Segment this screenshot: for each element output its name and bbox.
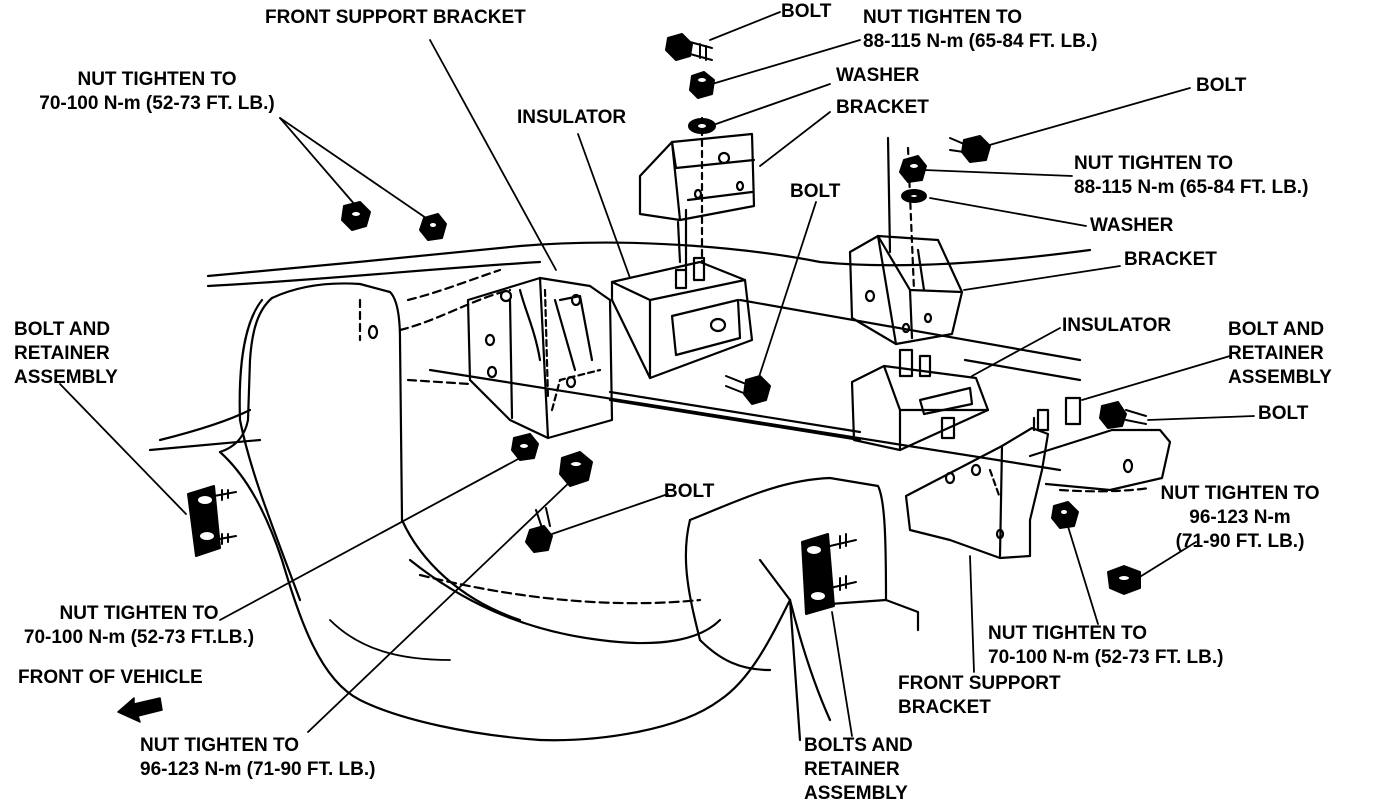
label-nut-96-right: NUT TIGHTEN TO 96-123 N-m (71-90 FT. LB.… (1160, 483, 1320, 552)
label-bracket-top: BRACKET (836, 97, 929, 118)
frame-rails (148, 241, 1092, 472)
label-bolt-center: BOLT (664, 481, 715, 502)
label-nut-lower-left: NUT TIGHTEN TO 70-100 N-m (52-73 FT.LB.) (23, 603, 255, 648)
label-bolt-retainer-left: BOLT AND RETAINER ASSEMBLY (14, 319, 118, 388)
label-nut-bottom: NUT TIGHTEN TO 96-123 N-m (71-90 FT. LB.… (140, 735, 376, 780)
label-bolt-right-top: BOLT (1196, 75, 1247, 96)
left-frame-member (218, 282, 792, 742)
bolt-middle-icon (725, 375, 771, 405)
label-bolts-retainer-bottom: BOLTS AND RETAINER ASSEMBLY (804, 735, 913, 802)
label-bolt-retainer-right: BOLT AND RETAINER ASSEMBLY (1228, 319, 1332, 388)
label-front-of-vehicle: FRONT OF VEHICLE (18, 667, 203, 688)
insulator-left (610, 256, 754, 380)
bolt-retainer-left-icon (187, 485, 237, 557)
bracket-top (638, 116, 756, 272)
label-bolt-middle: BOLT (790, 181, 841, 202)
label-insulator-left: INSULATOR (517, 107, 627, 128)
insulator-right (850, 348, 990, 452)
label-bolt-right-mid: BOLT (1258, 403, 1309, 424)
label-nut-right: NUT TIGHTEN TO 88-115 N-m (65-84 FT. LB.… (1074, 153, 1309, 198)
front-support-bracket-right (904, 396, 1172, 560)
label-nut-top-right: NUT TIGHTEN TO 88-115 N-m (65-84 FT. LB.… (863, 7, 1098, 52)
label-washer-right: WASHER (1090, 215, 1174, 236)
label-bracket-right: BRACKET (1124, 249, 1217, 270)
label-nut-left: NUT TIGHTEN TO 70-100 N-m (52-73 FT. LB.… (39, 69, 275, 114)
bolt-right-top-icon (949, 135, 991, 163)
label-bolt-top: BOLT (781, 1, 832, 22)
leader-lines (59, 11, 1255, 737)
right-crossmember (418, 476, 920, 742)
label-washer-top: WASHER (836, 65, 920, 86)
fasteners (187, 33, 1147, 615)
bolt-top-icon (665, 33, 713, 61)
label-front-support-bracket-top: FRONT SUPPORT BRACKET (265, 7, 526, 28)
bolts-retainer-bottom-icon (801, 533, 857, 615)
front-support-bracket-left (398, 268, 614, 440)
label-nut-lower-right: NUT TIGHTEN TO 70-100 N-m (52-73 FT. LB.… (988, 623, 1224, 668)
label-front-support-bracket-bottom: FRONT SUPPORT BRACKET (898, 673, 1061, 718)
nut-top-icon (689, 71, 715, 99)
label-insulator-right: INSULATOR (1062, 315, 1172, 336)
arrow-left-icon (117, 697, 163, 723)
